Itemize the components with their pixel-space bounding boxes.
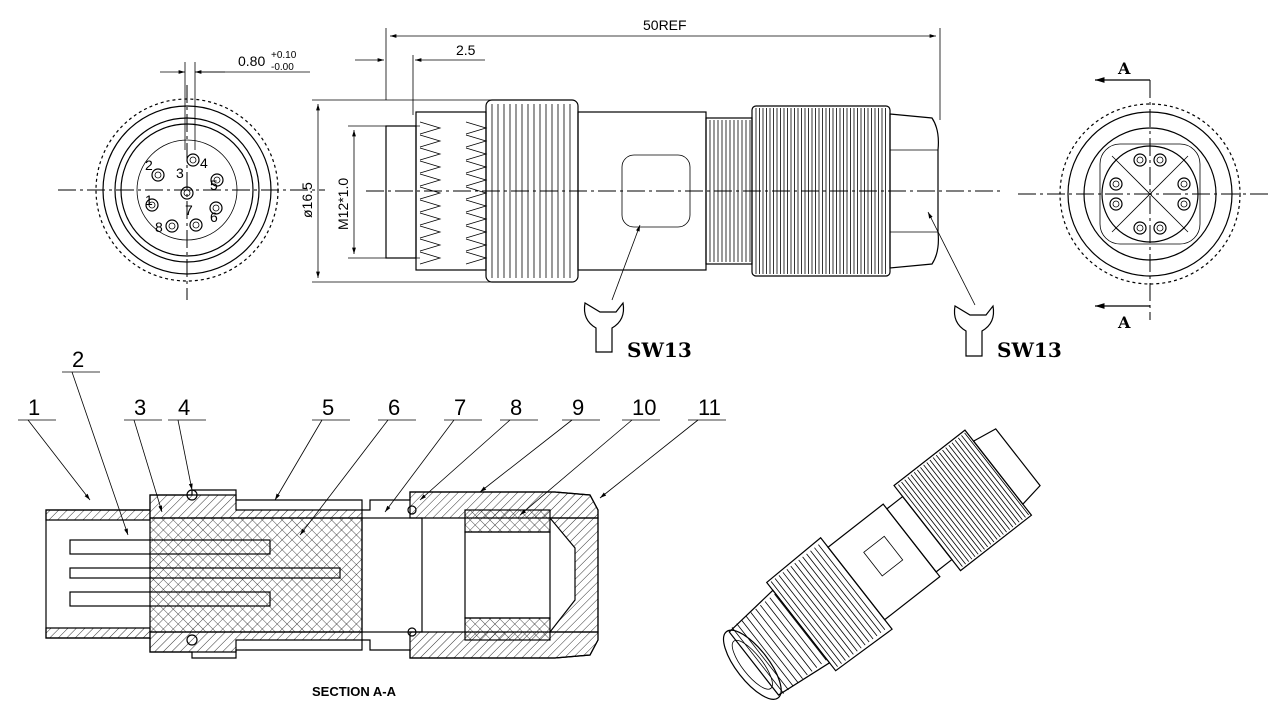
insert-body	[149, 517, 363, 633]
clamp-ring	[361, 517, 423, 633]
coupling-knurl	[491, 104, 571, 278]
pin-label-3: 3	[176, 165, 184, 181]
pin-size-tol-lower: -0.00	[271, 62, 294, 73]
pin-label-2: 2	[145, 157, 153, 173]
section-title: SECTION A-A	[312, 684, 397, 699]
wrench-icon	[583, 301, 625, 353]
wrench-icon	[953, 304, 995, 357]
callout-number: 4	[178, 395, 190, 420]
pin	[1133, 153, 1147, 167]
pin	[151, 168, 165, 182]
thread-dimension: M12*1.0	[335, 178, 351, 230]
pin	[186, 153, 200, 167]
pin-label-7: 7	[185, 202, 193, 218]
pin-group	[1109, 153, 1191, 235]
iso-thread	[731, 593, 827, 694]
front-view: 4 3 2 1 5 6 7 8 0.80 +0.10 -0.00	[58, 50, 325, 300]
seal-top	[464, 509, 551, 533]
callout-number: 8	[510, 395, 522, 420]
pin-group	[145, 153, 224, 233]
pin	[1109, 177, 1123, 191]
o-ring	[407, 627, 417, 637]
wrench-size-label: SW13	[997, 338, 1062, 362]
pin-label-6: 6	[210, 209, 218, 225]
pin-label-5: 5	[210, 177, 218, 193]
thread-teeth	[419, 121, 488, 265]
section-mark: A	[1117, 59, 1131, 78]
pin	[145, 198, 159, 212]
iso-cable-knurl	[898, 432, 1029, 567]
callout-number: 5	[322, 395, 334, 420]
pin	[209, 201, 223, 215]
pin	[1109, 197, 1123, 211]
o-ring	[407, 505, 417, 515]
mating-face	[385, 125, 417, 259]
pin	[1133, 221, 1147, 235]
pin	[1153, 221, 1167, 235]
callout-number: 1	[28, 395, 40, 420]
o-ring	[186, 634, 198, 646]
thread-offset-dimension: 2.5	[456, 42, 476, 58]
housing-top	[149, 494, 363, 519]
callout-number: 2	[72, 347, 84, 372]
callout-number: 3	[134, 395, 146, 420]
callout-leaders	[18, 371, 726, 536]
iso-cable-nut	[893, 429, 1033, 572]
pin	[1177, 197, 1191, 211]
gland-cap	[548, 517, 599, 633]
pin-size-dimension: 0.80	[238, 53, 265, 69]
pin-label-8: 8	[155, 219, 163, 235]
callout-number: 9	[572, 395, 584, 420]
pin	[1177, 177, 1191, 191]
callout-number: 7	[454, 395, 466, 420]
callout-number: 10	[632, 395, 656, 420]
pin	[189, 218, 203, 232]
section-mark: A	[1117, 313, 1131, 332]
rear-view: A A	[1018, 59, 1268, 332]
callout-number: 11	[698, 395, 721, 420]
seal-bottom	[464, 617, 551, 641]
iso-coupling-knurl	[770, 544, 886, 667]
wrench-size-label: SW13	[627, 338, 692, 362]
iso-body	[827, 503, 941, 621]
pin-size-tol-upper: +0.10	[271, 50, 297, 61]
pin	[165, 219, 179, 233]
pin	[1153, 153, 1167, 167]
side-view: 50REF 2.5 ø16.5 M12*1.0	[299, 17, 1062, 362]
contact-pin	[69, 591, 271, 607]
diameter-dimension: ø16.5	[299, 182, 315, 218]
callout-labels: 1 2 3 4 5 6 7 8 9 10 11	[28, 347, 721, 420]
callout-number: 6	[388, 395, 400, 420]
connector-face	[722, 629, 782, 700]
section-view: 1 2 3 4 5 6 7 8 9 10 11 SECTION A-A	[18, 347, 726, 699]
iso-coupling-nut	[765, 536, 893, 672]
housing-bottom	[149, 631, 363, 653]
contact-pin	[69, 567, 341, 579]
pin-label-1: 1	[145, 192, 153, 208]
pin-label-4: 4	[200, 155, 208, 171]
overall-length-dimension: 50REF	[643, 17, 687, 33]
iso-gland	[972, 428, 1041, 506]
contact-pin	[69, 539, 271, 555]
pin	[210, 173, 224, 187]
isometric-view	[722, 428, 1041, 700]
